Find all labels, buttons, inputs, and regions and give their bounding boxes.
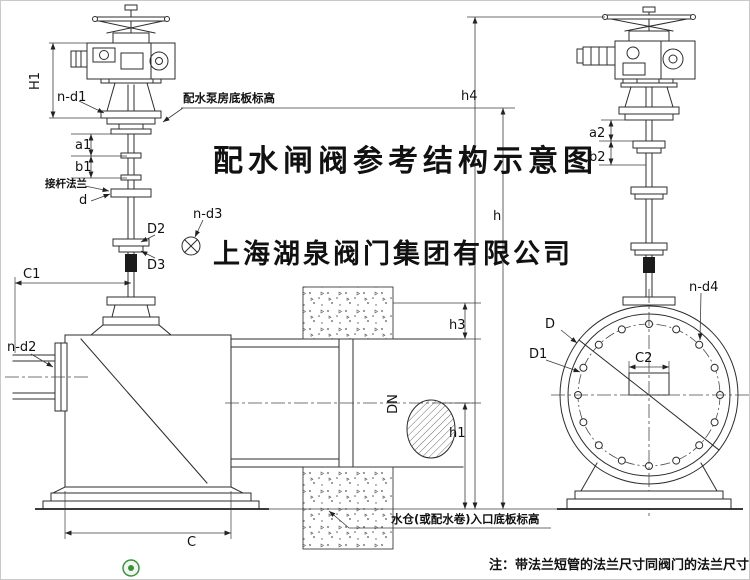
- dim-label-n-d2: n-d2: [7, 340, 36, 355]
- dimension-labels: H1 n-d1 a1 b1 d D2 D3 n-d3 C1 n-d2 DN h3…: [7, 72, 718, 550]
- dim-label-b1: b1: [75, 160, 92, 175]
- page-title: 配水闸阀参考结构示意图: [213, 144, 598, 179]
- concrete-wall: [302, 286, 481, 550]
- dimension-lines: [14, 16, 703, 539]
- callout-pump-floor-level: 配水泵房底板标高: [183, 91, 275, 105]
- watermark-text: 上海湖泉阀门集团有限公司: [213, 238, 573, 270]
- dim-label-C2: C2: [635, 351, 652, 366]
- callout-inlet-floor-level: 水仓(或配水卷)入口底板标高: [391, 512, 540, 526]
- outlet-pipe: [225, 338, 473, 468]
- dim-label-a2: a2: [589, 126, 605, 141]
- dim-label-D: D: [545, 317, 555, 332]
- valve-body-right: [551, 289, 749, 519]
- actuator-left-icon: [70, 4, 176, 84]
- valve-body-left: [5, 296, 269, 510]
- stem-left: [100, 78, 162, 298]
- dim-label-b2: b2: [589, 150, 606, 165]
- callout-labels: 配水泵房底板标高 接杆法兰 水仓(或配水卷)入口底板标高: [45, 91, 540, 526]
- dim-label-n-d4: n-d4: [689, 280, 718, 295]
- bolt-hole-symbol-icon: [181, 236, 201, 256]
- dim-label-D2: D2: [147, 222, 165, 237]
- dim-label-n-d1: n-d1: [57, 90, 86, 105]
- note-text: 注：带法兰短管的法兰尺寸同阀门的法兰尺寸: [489, 557, 749, 573]
- right-view: [551, 6, 749, 519]
- actuator-right-icon: [576, 6, 696, 84]
- dim-label-d: d: [79, 193, 87, 208]
- bolt-holes: [574, 320, 724, 470]
- left-view: [5, 4, 481, 550]
- callout-stem-flange: 接杆法兰: [45, 177, 87, 190]
- dim-label-C1: C1: [23, 267, 40, 282]
- dim-label-D1: D1: [529, 347, 547, 362]
- stamp-logo-icon: [122, 559, 140, 577]
- dim-label-n-d3: n-d3: [193, 207, 222, 222]
- dim-label-a1: a1: [75, 138, 91, 153]
- dim-label-DN: DN: [386, 394, 401, 414]
- dim-label-C: C: [187, 535, 196, 550]
- dim-label-h4: h4: [461, 89, 478, 104]
- pipe-opening-hatch: [406, 399, 456, 459]
- dim-label-h1: h1: [449, 426, 466, 441]
- stem-right: [618, 82, 680, 306]
- dim-label-H1: H1: [28, 72, 43, 90]
- dim-label-D3: D3: [147, 258, 165, 273]
- dim-label-h3: h3: [449, 318, 466, 333]
- dim-label-h: h: [493, 209, 501, 224]
